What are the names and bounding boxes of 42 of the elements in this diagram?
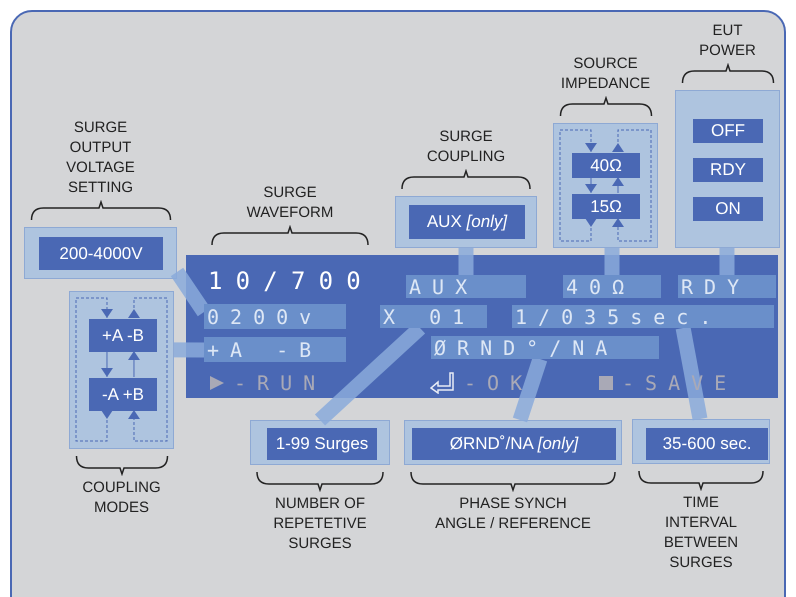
- callout-heading: COUPLING MODES: [81, 478, 162, 518]
- display-field: X 01: [380, 305, 487, 328]
- display-field: RDY: [678, 275, 776, 298]
- arrow: [612, 176, 624, 194]
- lcd-display: [186, 255, 778, 398]
- key-hint: -RUN: [234, 370, 326, 397]
- arrow: [100, 350, 113, 378]
- value-chip: 35-600 sec.: [646, 428, 768, 460]
- key-hint: -SAVE: [622, 370, 738, 397]
- value-chip: 1-99 Surges: [267, 428, 377, 460]
- display-field: 10/700: [205, 266, 385, 296]
- value-chip: 40Ω: [572, 153, 640, 178]
- section-heading: SURGE WAVEFORM: [246, 183, 334, 223]
- value-chip: 200-4000V: [39, 237, 163, 270]
- callout-heading: SURGE OUTPUT VOLTAGE SETTING: [65, 118, 136, 198]
- value-chip: -A +B: [89, 378, 157, 411]
- dashed-loop-arrow: [560, 130, 597, 242]
- display-field: 40Ω: [563, 275, 661, 298]
- display-field: 0200v: [204, 304, 346, 329]
- callout-heading: EUT POWER: [698, 21, 757, 61]
- callout-heading: SURGE COUPLING: [426, 127, 506, 167]
- display-field: 1/035sec.: [512, 305, 774, 328]
- value-chip: RDY: [693, 158, 763, 182]
- dashed-loop-arrow: [128, 298, 168, 442]
- display-field: ØRND°/NA: [431, 336, 659, 359]
- arrow: [585, 176, 597, 194]
- value-chip: +A -B: [89, 319, 157, 352]
- value-chip: 15Ω: [572, 194, 640, 219]
- display-field: AUX: [406, 275, 526, 298]
- dashed-loop-arrow: [76, 298, 113, 442]
- display-field: +A -B: [204, 337, 346, 362]
- callout-heading: NUMBER OF REPETETIVE SURGES: [272, 494, 368, 554]
- value-chip: ØRND˚/NA [only]: [412, 428, 616, 460]
- callout-heading: PHASE SYNCH ANGLE / REFERENCE: [434, 494, 592, 534]
- callout-heading: SOURCE IMPEDANCE: [560, 54, 652, 94]
- value-chip: AUX [only]: [409, 205, 525, 239]
- callout-heading: TIME INTERVAL BETWEEN SURGES: [662, 493, 740, 573]
- dashed-loop-arrow: [612, 130, 652, 242]
- value-chip: ON: [693, 197, 763, 221]
- value-chip: OFF: [693, 119, 763, 143]
- key-hint: -OK: [464, 370, 534, 397]
- arrow: [128, 350, 140, 378]
